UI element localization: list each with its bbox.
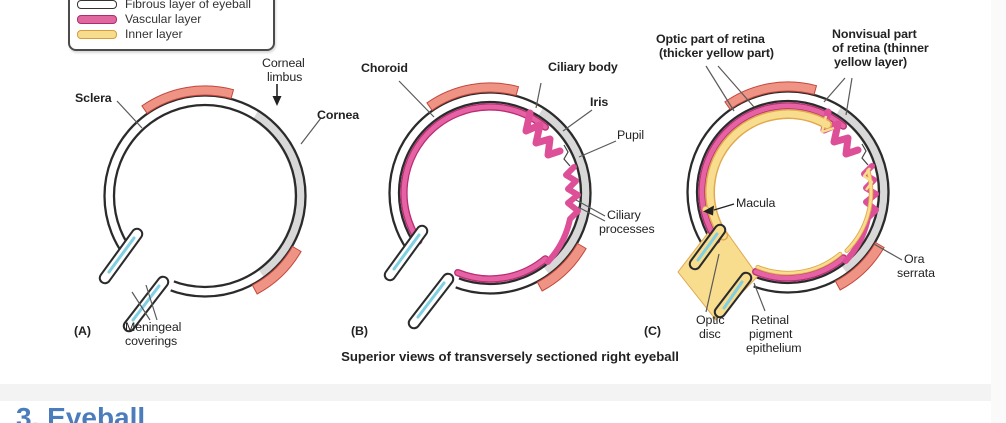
- eyeball-figure-svg: [90, 65, 903, 333]
- diagram-label: Corneal: [262, 56, 305, 70]
- diagram-label: epithelium: [746, 341, 802, 355]
- diagram-label: of retina (thinner: [832, 41, 929, 55]
- diagram-label: Ciliary body: [548, 60, 618, 74]
- diagram-label: Optic: [696, 313, 725, 327]
- diagram-label: yellow layer): [834, 55, 908, 69]
- diagram-label: Pupil: [617, 128, 645, 142]
- diagram-label: processes: [599, 222, 655, 236]
- legend-item: Inner layer: [77, 27, 183, 41]
- legend-item: Vascular layer: [77, 12, 201, 26]
- legend-swatch-icon: [77, 0, 117, 9]
- section-heading: 3. Eyeball: [16, 402, 146, 423]
- diagram-label: Nonvisual part: [832, 27, 917, 41]
- diagram-label: (A): [74, 324, 91, 338]
- separator-band: [0, 384, 991, 401]
- diagram-label: pigment: [749, 327, 793, 341]
- diagram-label: Ciliary: [607, 208, 641, 222]
- legend-swatch-icon: [77, 29, 117, 39]
- diagram-label: Cornea: [317, 108, 360, 122]
- macula-arrow-icon: [703, 205, 714, 216]
- legend-item: Fibrous layer of eyeball: [77, 0, 251, 11]
- diagram-label: Iris: [590, 95, 609, 109]
- eyeball-c: [673, 81, 890, 321]
- diagram-label: (thicker yellow part): [659, 46, 774, 60]
- legend-label: Fibrous layer of eyeball: [125, 0, 251, 11]
- diagram-label: coverings: [125, 334, 178, 348]
- diagram-label: Optic part of retina: [656, 32, 765, 46]
- diagram-label: serrata: [897, 266, 935, 280]
- figure-caption: Superior views of transversely sectioned…: [341, 349, 679, 364]
- eyeball-b: [375, 82, 592, 330]
- diagram-label: Ora: [904, 252, 925, 266]
- diagram-label: Sclera: [75, 91, 112, 105]
- eyeball-a: [90, 85, 307, 333]
- diagram-label: limbus: [267, 70, 303, 84]
- diagram-label: Choroid: [361, 61, 408, 75]
- diagram-label: (C): [644, 324, 661, 338]
- diagram-label: Meningeal: [125, 320, 182, 334]
- diagram-label: disc: [699, 327, 721, 341]
- down-arrow-icon: [272, 96, 282, 106]
- diagram-label: (B): [351, 324, 368, 338]
- leader-lines: [116, 65, 903, 321]
- legend-label: Vascular layer: [125, 12, 202, 26]
- legend-swatch-icon: [77, 14, 117, 24]
- diagram-label: Macula: [736, 196, 776, 210]
- page-margin-strip: [991, 0, 1006, 423]
- legend-label: Inner layer: [125, 27, 183, 41]
- diagram-label: Retinal: [751, 313, 789, 327]
